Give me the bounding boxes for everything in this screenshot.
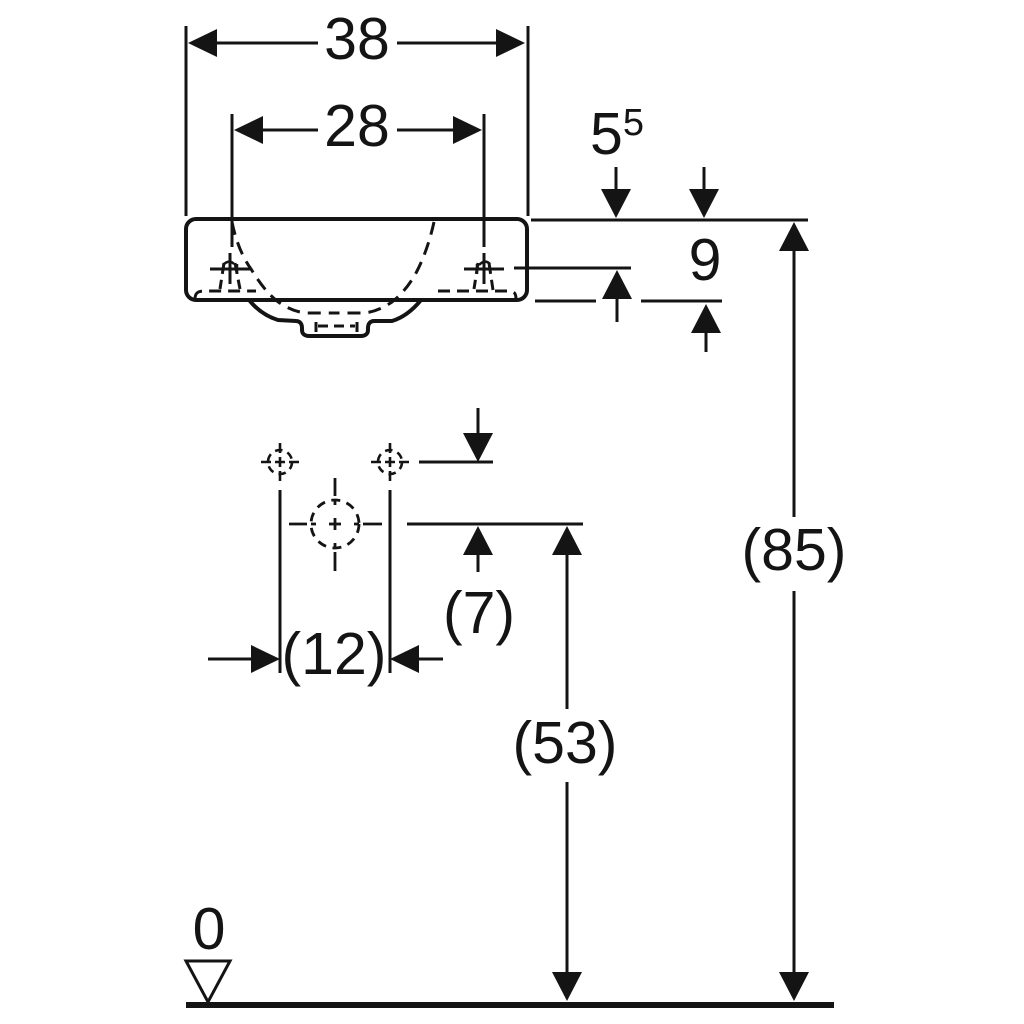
svg-text:28: 28 bbox=[324, 93, 390, 159]
svg-text:9: 9 bbox=[689, 227, 722, 293]
svg-text:(53): (53) bbox=[513, 710, 618, 776]
svg-text:55: 55 bbox=[590, 101, 644, 167]
svg-text:0: 0 bbox=[193, 896, 226, 962]
svg-text:(12): (12) bbox=[282, 621, 387, 687]
svg-text:(85): (85) bbox=[742, 517, 847, 583]
svg-text:38: 38 bbox=[324, 6, 390, 72]
svg-text:(7): (7) bbox=[443, 580, 515, 646]
